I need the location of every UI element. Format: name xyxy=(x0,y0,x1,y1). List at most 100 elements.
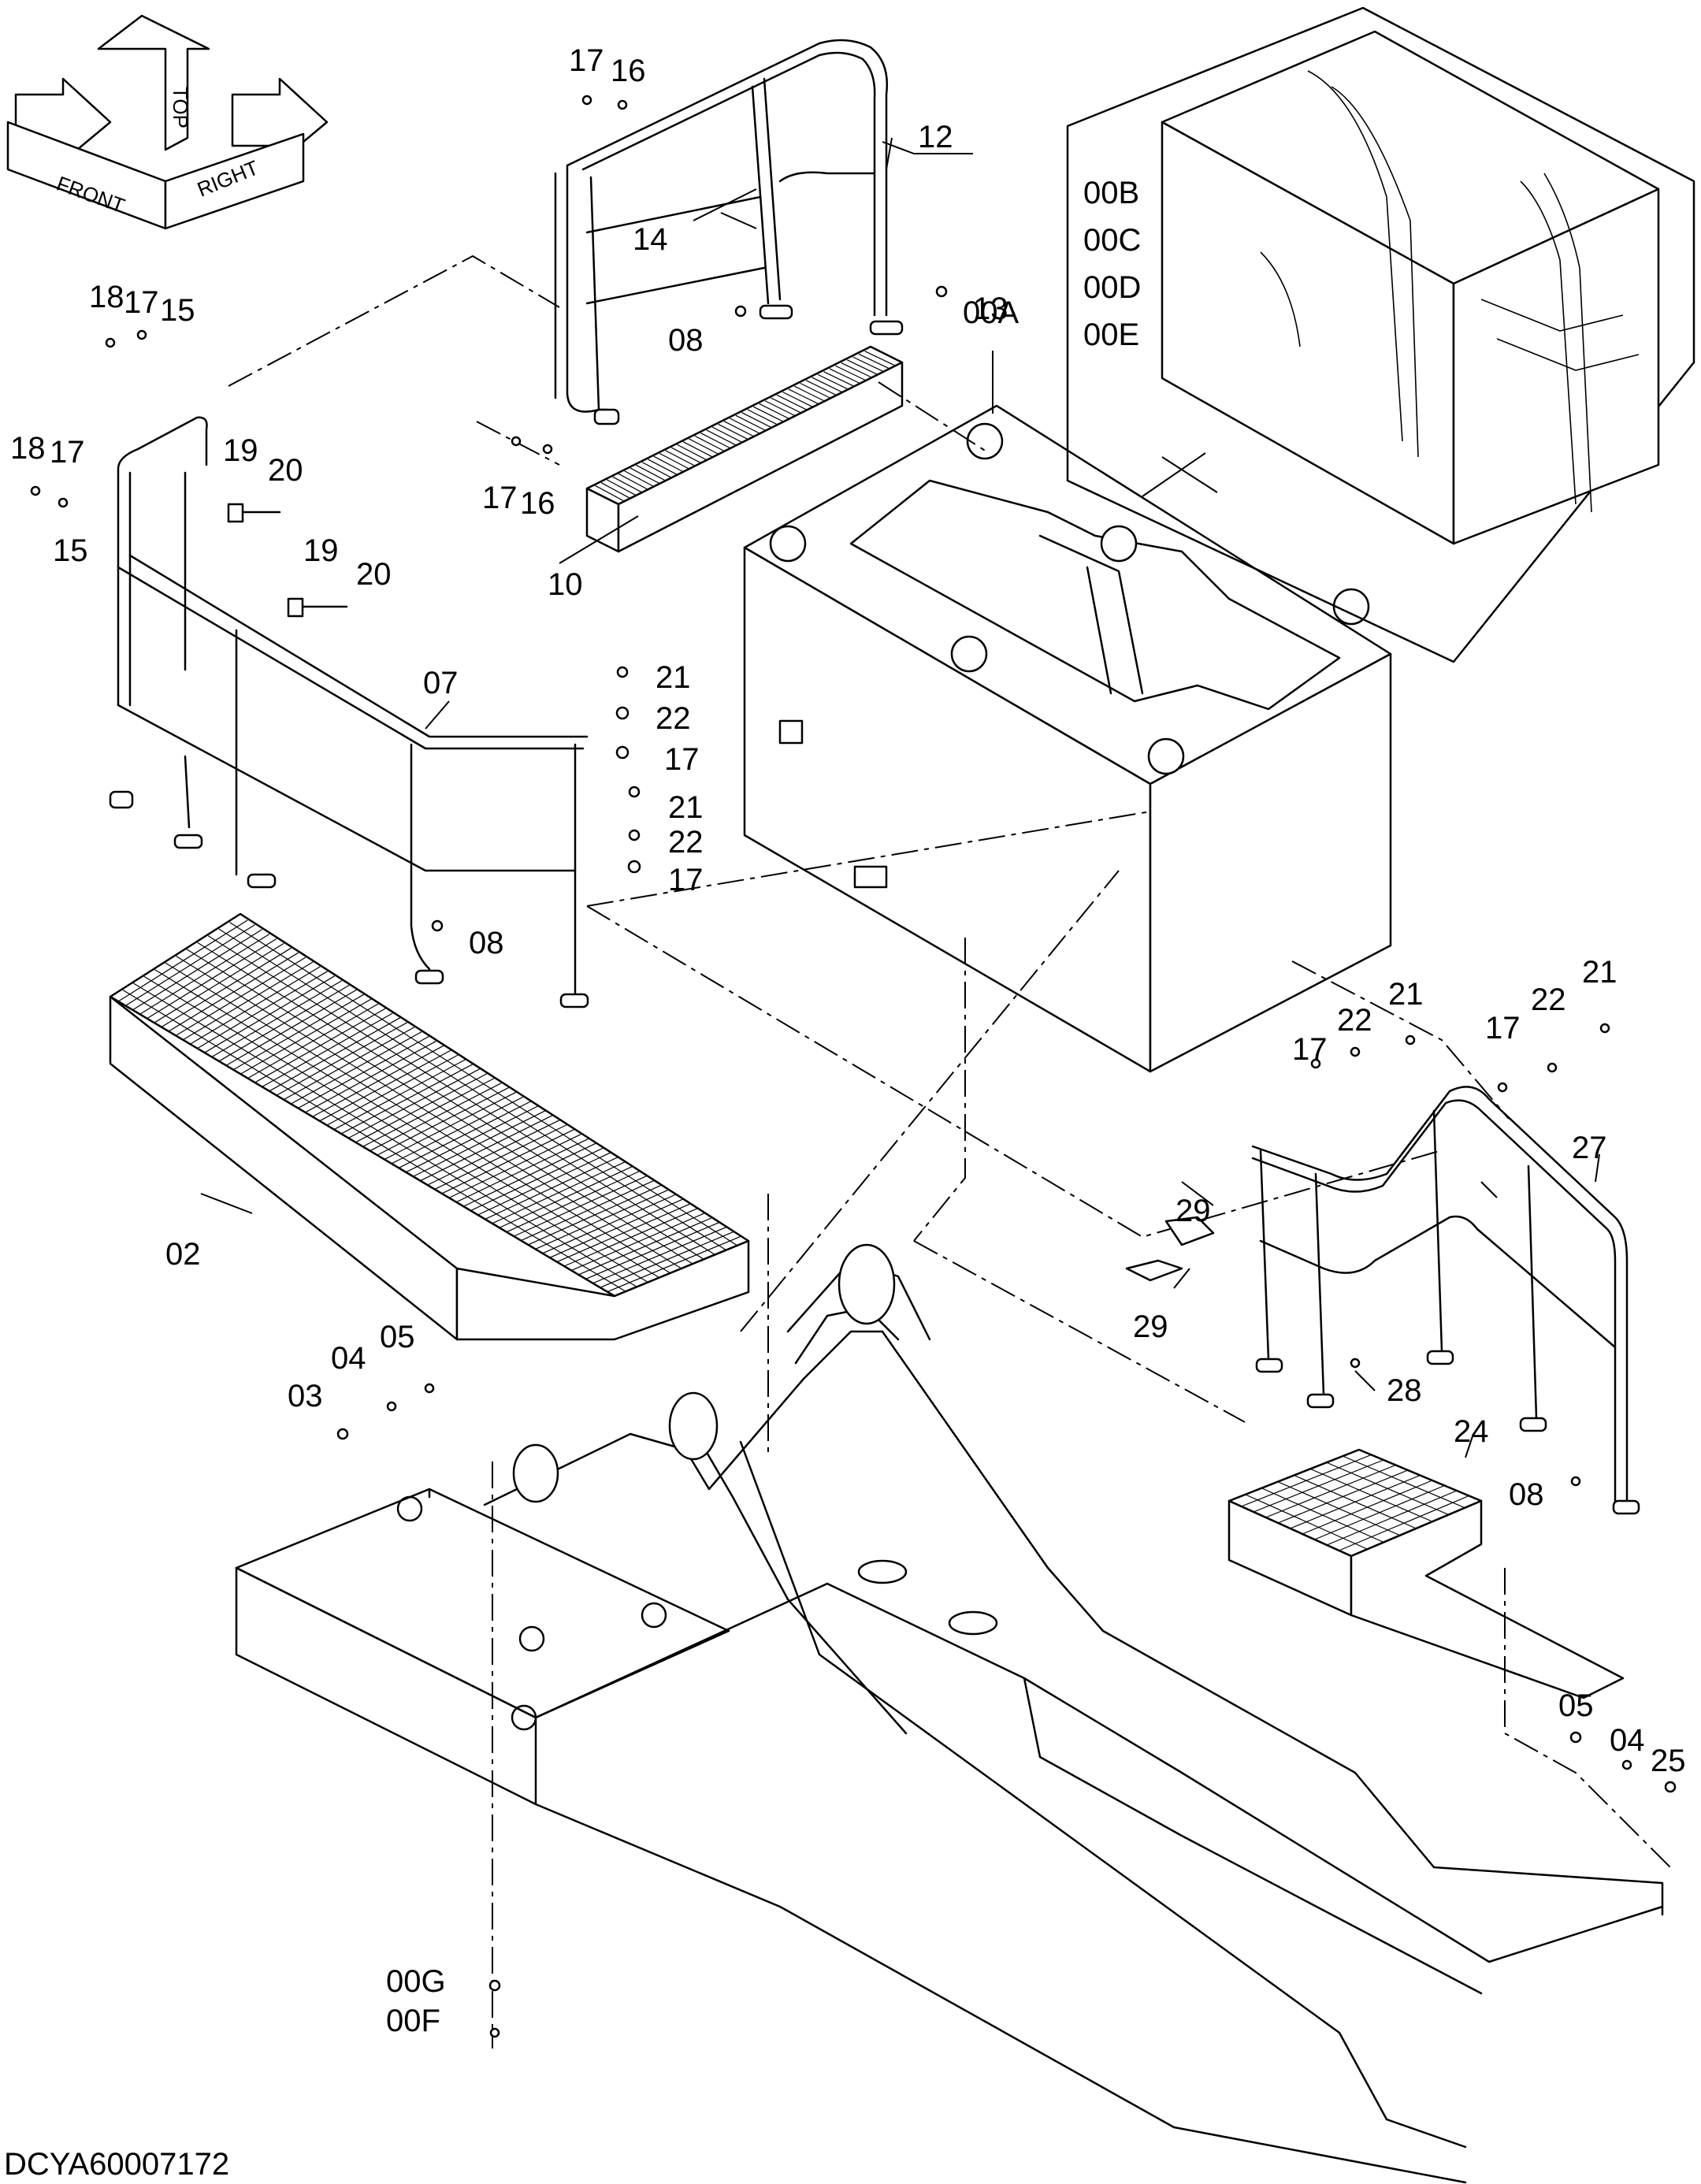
leader-lines xyxy=(200,137,1600,1458)
callout-00A: 00A xyxy=(963,295,1019,330)
callout-20: 20 xyxy=(356,557,392,592)
grating-bar xyxy=(659,452,690,470)
callout-21: 21 xyxy=(1582,955,1617,990)
callout-17: 17 xyxy=(50,435,85,470)
handrail-07 xyxy=(109,416,589,1008)
grating-bar xyxy=(741,412,773,429)
grating-bar xyxy=(694,435,726,452)
callout-04: 04 xyxy=(331,1341,366,1376)
assembly-lines xyxy=(228,254,1671,2048)
grating-bar xyxy=(723,421,755,437)
tank-00A xyxy=(743,404,1392,1073)
grating-bar xyxy=(600,482,631,500)
callout-20: 20 xyxy=(268,453,303,488)
grating-bar xyxy=(229,922,738,1246)
detail-inset xyxy=(1066,6,1695,663)
grating-bar xyxy=(207,935,715,1256)
fasteners xyxy=(30,95,1677,2038)
callout-29: 29 xyxy=(1175,1194,1211,1228)
grating-bar xyxy=(1245,1494,1368,1550)
grating-bar xyxy=(812,377,844,393)
grating-bar xyxy=(607,479,637,496)
callout-16: 16 xyxy=(611,54,646,88)
callout-22: 22 xyxy=(1337,1003,1372,1038)
grating-bar xyxy=(218,928,726,1251)
callout-22: 22 xyxy=(656,701,691,736)
grating-bar xyxy=(618,473,648,490)
callout-18: 18 xyxy=(10,431,46,466)
callout-29: 29 xyxy=(1133,1309,1168,1344)
callout-17: 17 xyxy=(1485,1011,1521,1046)
callout-labels: 17 16 12 14 13 00A 08 17 16 10 18 17 15 … xyxy=(10,43,1686,2038)
callout-08: 08 xyxy=(1509,1477,1544,1512)
grating-bar xyxy=(1261,1488,1384,1543)
callout-17: 17 xyxy=(482,481,518,515)
callout-17: 17 xyxy=(569,43,604,78)
callout-27: 27 xyxy=(1572,1131,1607,1165)
callout-21: 21 xyxy=(668,790,704,825)
step-24-grating xyxy=(1241,1454,1469,1551)
grating-bar xyxy=(197,942,704,1260)
callout-19: 19 xyxy=(223,433,258,468)
callout-04: 04 xyxy=(1610,1723,1645,1758)
grating-bar xyxy=(670,447,702,464)
grating-bar xyxy=(747,409,778,425)
detail-callout-00C: 00C xyxy=(1083,223,1141,258)
callout-17: 17 xyxy=(124,285,159,320)
orientation-top-label: TOP xyxy=(169,87,192,128)
callout-07: 07 xyxy=(423,666,459,700)
grating-bar xyxy=(1343,1455,1465,1509)
orientation-arrow-icon: FRONT TOP RIGHT xyxy=(6,14,329,230)
callout-00F: 00F xyxy=(386,2004,440,2038)
callout-19: 19 xyxy=(303,533,339,568)
detail-callout-00E: 00E xyxy=(1083,318,1139,352)
grating-bar xyxy=(858,353,891,370)
grating-bar xyxy=(823,371,856,388)
grating-bar xyxy=(829,368,861,384)
grating-bar xyxy=(1294,1474,1417,1529)
callout-03: 03 xyxy=(288,1379,323,1413)
grating-bar xyxy=(636,464,667,481)
grating-bar xyxy=(653,455,684,473)
platform-02 xyxy=(109,912,750,1341)
callout-24: 24 xyxy=(1454,1414,1489,1449)
step-24 xyxy=(1227,1448,1625,1699)
grating-bar xyxy=(800,382,832,399)
callout-15: 15 xyxy=(160,293,195,328)
handrail-27 xyxy=(1251,1086,1640,1515)
detail-callout-00B: 00B xyxy=(1083,176,1139,210)
grating-bar xyxy=(794,385,826,403)
grating-bar xyxy=(718,423,749,440)
grating-bar xyxy=(805,380,838,396)
callout-18: 18 xyxy=(89,280,124,314)
callout-17: 17 xyxy=(668,863,704,897)
callout-05: 05 xyxy=(380,1320,415,1354)
callout-15: 15 xyxy=(53,533,88,568)
grating-bar xyxy=(852,356,885,373)
callout-14: 14 xyxy=(633,222,668,257)
callout-02: 02 xyxy=(165,1237,201,1272)
grating-bar xyxy=(788,388,820,405)
grating-bar xyxy=(759,403,790,420)
grating-bar xyxy=(835,365,867,381)
callout-22: 22 xyxy=(668,825,704,860)
grating-bar xyxy=(595,485,625,502)
grating-bar xyxy=(846,359,879,376)
grating-bar xyxy=(689,438,719,455)
document-id: DCYA60007172 xyxy=(4,2147,229,2182)
step-10-grating xyxy=(595,351,897,502)
grating-bar xyxy=(630,467,660,485)
grating-bar xyxy=(706,429,737,446)
grating-bar xyxy=(154,969,659,1279)
platform-02-grating xyxy=(118,919,742,1293)
callout-08: 08 xyxy=(668,323,704,358)
callout-10: 10 xyxy=(548,567,583,602)
detail-callout-00D: 00D xyxy=(1083,270,1141,305)
grating-bar xyxy=(186,949,693,1265)
callout-05: 05 xyxy=(1558,1688,1594,1723)
handrail-12 xyxy=(554,39,904,425)
grating-bar xyxy=(841,362,873,379)
callout-08: 08 xyxy=(469,926,504,960)
grating-bar xyxy=(677,444,708,461)
